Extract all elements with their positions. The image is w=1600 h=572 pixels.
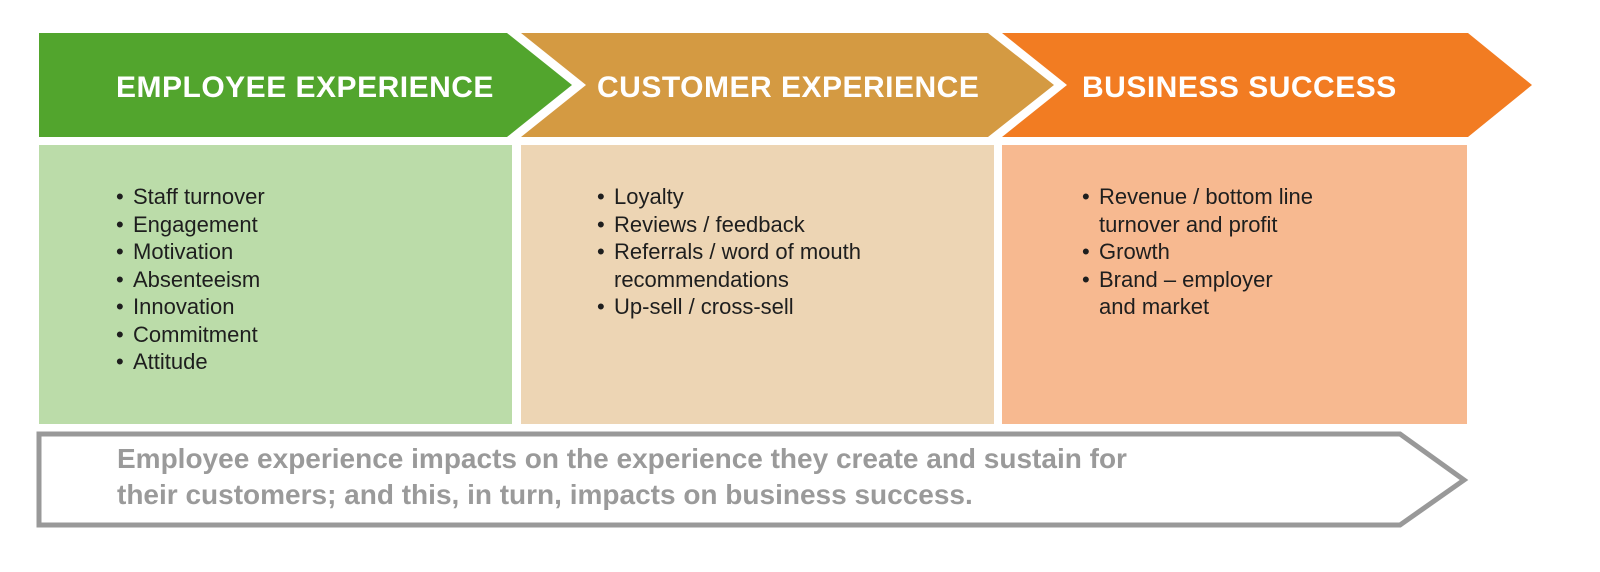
summary-text: Employee experience impacts on the exper… (117, 441, 1417, 513)
customer-header-arrow (521, 33, 1054, 137)
employee-panel (39, 145, 512, 424)
list-item: Brand – employer and market (1082, 266, 1313, 321)
list-item: Innovation (116, 293, 265, 321)
list-item: Absenteeism (116, 266, 265, 294)
list-item: Motivation (116, 238, 265, 266)
summary-arrow-outline (36, 431, 1469, 528)
list-item: Engagement (116, 211, 265, 239)
business-success-list: Revenue / bottom line turnover and profi… (1082, 183, 1313, 321)
list-item: Attitude (116, 348, 265, 376)
list-item: Up-sell / cross-sell (597, 293, 861, 321)
list-item: Referrals / word of mouth recommendation… (597, 238, 861, 293)
list-item: Growth (1082, 238, 1313, 266)
list-item: Loyalty (597, 183, 861, 211)
list-item: Revenue / bottom line turnover and profi… (1082, 183, 1313, 238)
summary-line-2: their customers; and this, in turn, impa… (117, 479, 973, 510)
employee-experience-list: Staff turnover Engagement Motivation Abs… (116, 183, 265, 376)
list-item: Commitment (116, 321, 265, 349)
employee-experience-title: EMPLOYEE EXPERIENCE (116, 71, 494, 104)
customer-experience-title: CUSTOMER EXPERIENCE (597, 71, 980, 104)
list-item: Staff turnover (116, 183, 265, 211)
summary-line-1: Employee experience impacts on the exper… (117, 443, 1127, 474)
employee-header-arrow (39, 33, 572, 137)
business-header-arrow (1002, 33, 1532, 137)
list-item: Reviews / feedback (597, 211, 861, 239)
business-success-title: BUSINESS SUCCESS (1082, 71, 1397, 104)
customer-experience-list: Loyalty Reviews / feedback Referrals / w… (597, 183, 861, 321)
